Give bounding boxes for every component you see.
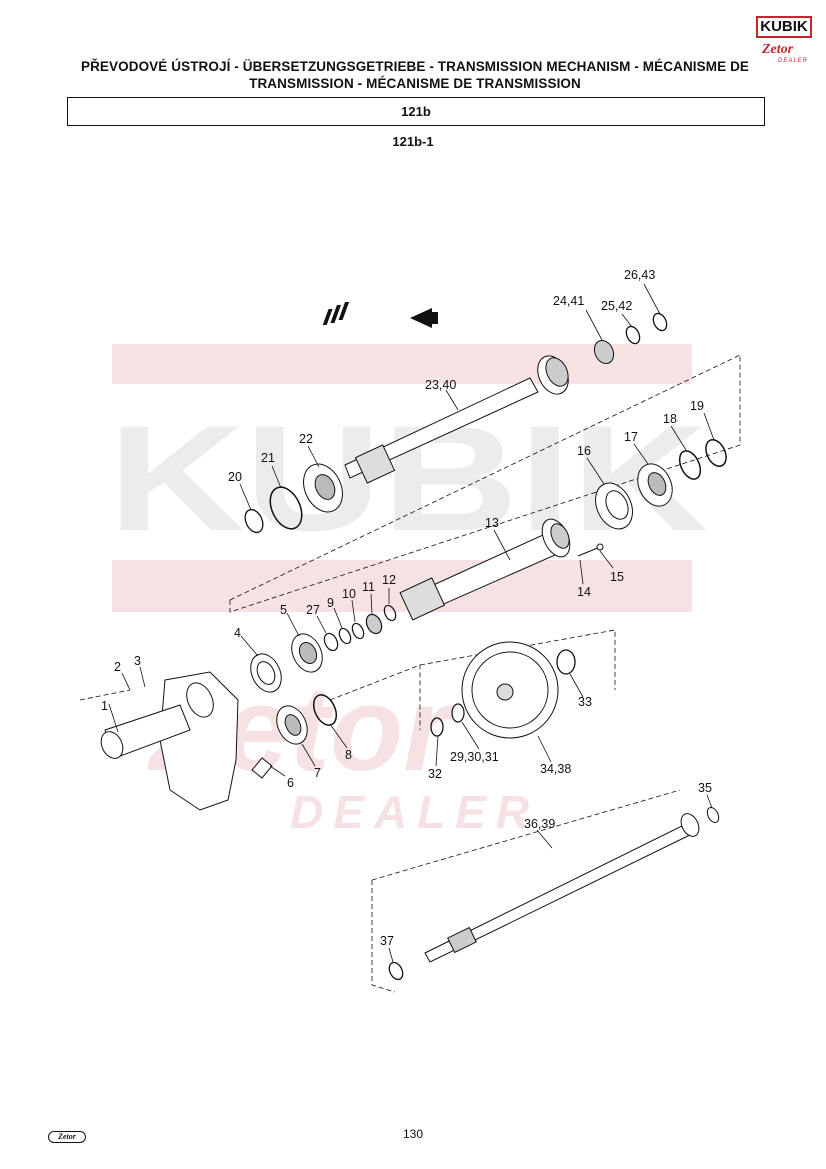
page-title: PŘEVODOVÉ ÚSTROJÍ - ÜBERSETZUNGSGETRIEBE… — [70, 58, 760, 92]
ring-35 — [706, 806, 720, 824]
shaft-36-39 — [424, 813, 700, 963]
callout-15: 15 — [610, 570, 624, 584]
callout-18: 18 — [663, 412, 677, 426]
callout-29-30-31: 29,30,31 — [450, 750, 499, 764]
title-line-2: TRANSMISSION - MÉCANISME DE TRANSMISSION — [249, 76, 581, 91]
ring-33 — [556, 649, 576, 675]
watermark-tag: DEALER — [290, 786, 539, 838]
callout-5: 5 — [280, 603, 287, 617]
callout-22: 22 — [299, 432, 313, 446]
small-parts-9-12 — [323, 604, 397, 652]
kubik-zetor-logo: KUBIK Zetor DEALER — [756, 16, 814, 64]
callout-9: 9 — [327, 596, 334, 610]
callout-13: 13 — [485, 516, 499, 530]
bearing-24-41 — [593, 339, 615, 365]
logo-dealer-text: DEALER — [778, 58, 809, 64]
callout-25-42: 25,42 — [601, 299, 632, 313]
ring-37 — [388, 961, 404, 981]
gear-34-38 — [461, 641, 559, 739]
bearing-17 — [637, 463, 673, 507]
callout-34-38: 34,38 — [540, 762, 571, 776]
circlip-26-43 — [652, 312, 668, 332]
subsection-label: 121b-1 — [392, 134, 434, 149]
bearing-5 — [291, 633, 323, 673]
logo-kubik-text: KUBIK — [756, 16, 812, 38]
seal-4 — [250, 653, 282, 693]
callout-14: 14 — [577, 585, 591, 599]
shaft-13 — [399, 518, 571, 621]
bearing-22 — [303, 463, 343, 513]
callout-labels: 26,43 24,41 25,42 23,40 19 18 17 16 22 2… — [101, 268, 712, 948]
footer-zetor-logo: Zetor — [48, 1131, 86, 1143]
callout-11: 11 — [362, 580, 375, 594]
circlip-19 — [705, 439, 727, 467]
leader-lines — [108, 283, 715, 963]
title-line-1: PŘEVODOVÉ ÚSTROJÍ - ÜBERSETZUNGSGETRIEBE… — [80, 59, 750, 74]
callout-8: 8 — [345, 748, 352, 762]
watermark-main: KUBIK — [108, 394, 708, 562]
ring-20 — [244, 508, 264, 534]
callout-20: 20 — [228, 470, 242, 484]
bearing-7 — [276, 705, 308, 745]
callout-2: 2 — [114, 660, 121, 674]
callout-4: 4 — [234, 626, 241, 640]
callout-10: 10 — [342, 587, 356, 601]
callout-26-43: 26,43 — [624, 268, 655, 282]
callout-27: 27 — [306, 603, 320, 617]
callout-32: 32 — [428, 767, 442, 781]
ring-29-31 — [451, 703, 465, 723]
ring-25-42 — [625, 325, 641, 345]
page-number: 130 — [402, 1127, 424, 1141]
circlip-18 — [678, 450, 702, 480]
callout-19: 19 — [690, 399, 704, 413]
housing-1 — [100, 671, 239, 811]
callout-16: 16 — [577, 444, 591, 458]
logo-zetor-text: Zetor — [762, 42, 794, 57]
circlip-8 — [312, 694, 338, 726]
callout-35: 35 — [698, 781, 712, 795]
shaft-23-40 — [344, 355, 569, 484]
callout-33: 33 — [578, 695, 592, 709]
flange-16 — [595, 482, 633, 530]
callout-12: 12 — [382, 573, 396, 587]
callout-1: 1 — [101, 699, 108, 713]
bolt-14-15 — [577, 543, 604, 557]
callout-21: 21 — [261, 451, 275, 465]
callout-7: 7 — [314, 766, 321, 780]
plug-6 — [251, 757, 273, 779]
callout-37: 37 — [380, 934, 394, 948]
callout-36-39: 36,39 — [524, 817, 555, 831]
callout-24-41: 24,41 — [553, 294, 584, 308]
direction-arrow-icon — [322, 302, 438, 328]
circlip-32 — [430, 717, 444, 737]
section-box: 121b — [67, 97, 765, 126]
callout-23-40: 23,40 — [425, 378, 456, 392]
callout-17: 17 — [624, 430, 638, 444]
callout-3: 3 — [134, 654, 141, 668]
callout-6: 6 — [287, 776, 294, 790]
circlip-21 — [269, 486, 303, 530]
